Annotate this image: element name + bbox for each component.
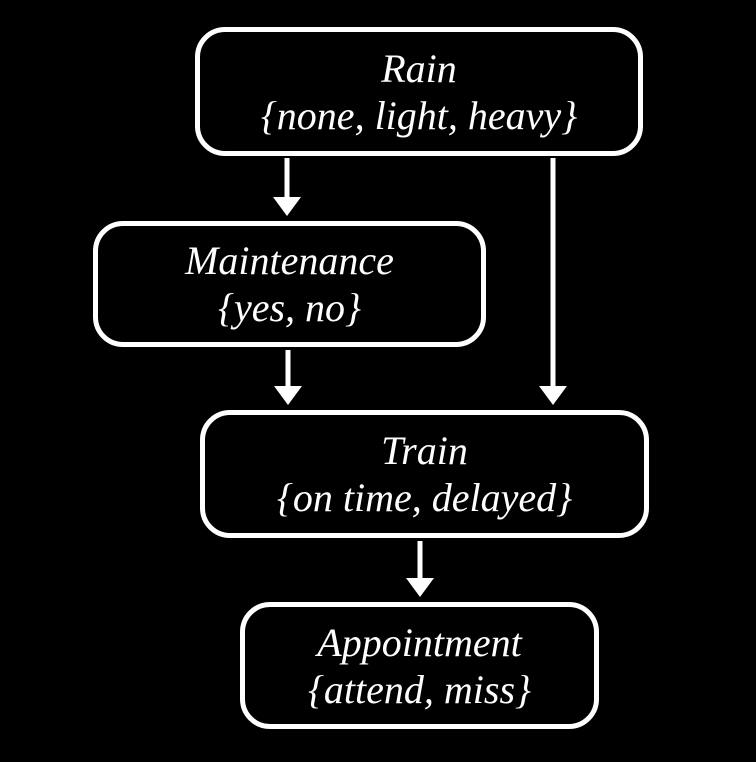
- node-rain: Rain {none, light, heavy}: [195, 27, 643, 156]
- node-rain-label: Rain: [381, 45, 457, 91]
- edge-train-to-appointment: [406, 541, 434, 597]
- arrowhead-icon: [274, 386, 302, 405]
- edge-maintenance-to-train: [274, 350, 302, 405]
- node-maintenance-values: {yes, no}: [217, 285, 362, 330]
- node-rain-values: {none, light, heavy}: [260, 92, 578, 138]
- arrowhead-icon: [273, 197, 301, 216]
- edge-rain-to-train: [539, 158, 567, 405]
- node-maintenance-label: Maintenance: [185, 238, 394, 283]
- node-appointment-values: {attend, miss}: [307, 666, 532, 712]
- node-train-values: {on time, delayed}: [276, 475, 573, 520]
- node-maintenance: Maintenance {yes, no}: [93, 221, 486, 347]
- node-train: Train {on time, delayed}: [200, 410, 649, 538]
- edge-rain-to-maintenance: [273, 158, 301, 216]
- arrowhead-icon: [539, 386, 567, 405]
- arrowhead-icon: [406, 578, 434, 597]
- node-appointment: Appointment {attend, miss}: [240, 602, 599, 729]
- node-train-label: Train: [381, 428, 468, 473]
- node-appointment-label: Appointment: [317, 619, 522, 665]
